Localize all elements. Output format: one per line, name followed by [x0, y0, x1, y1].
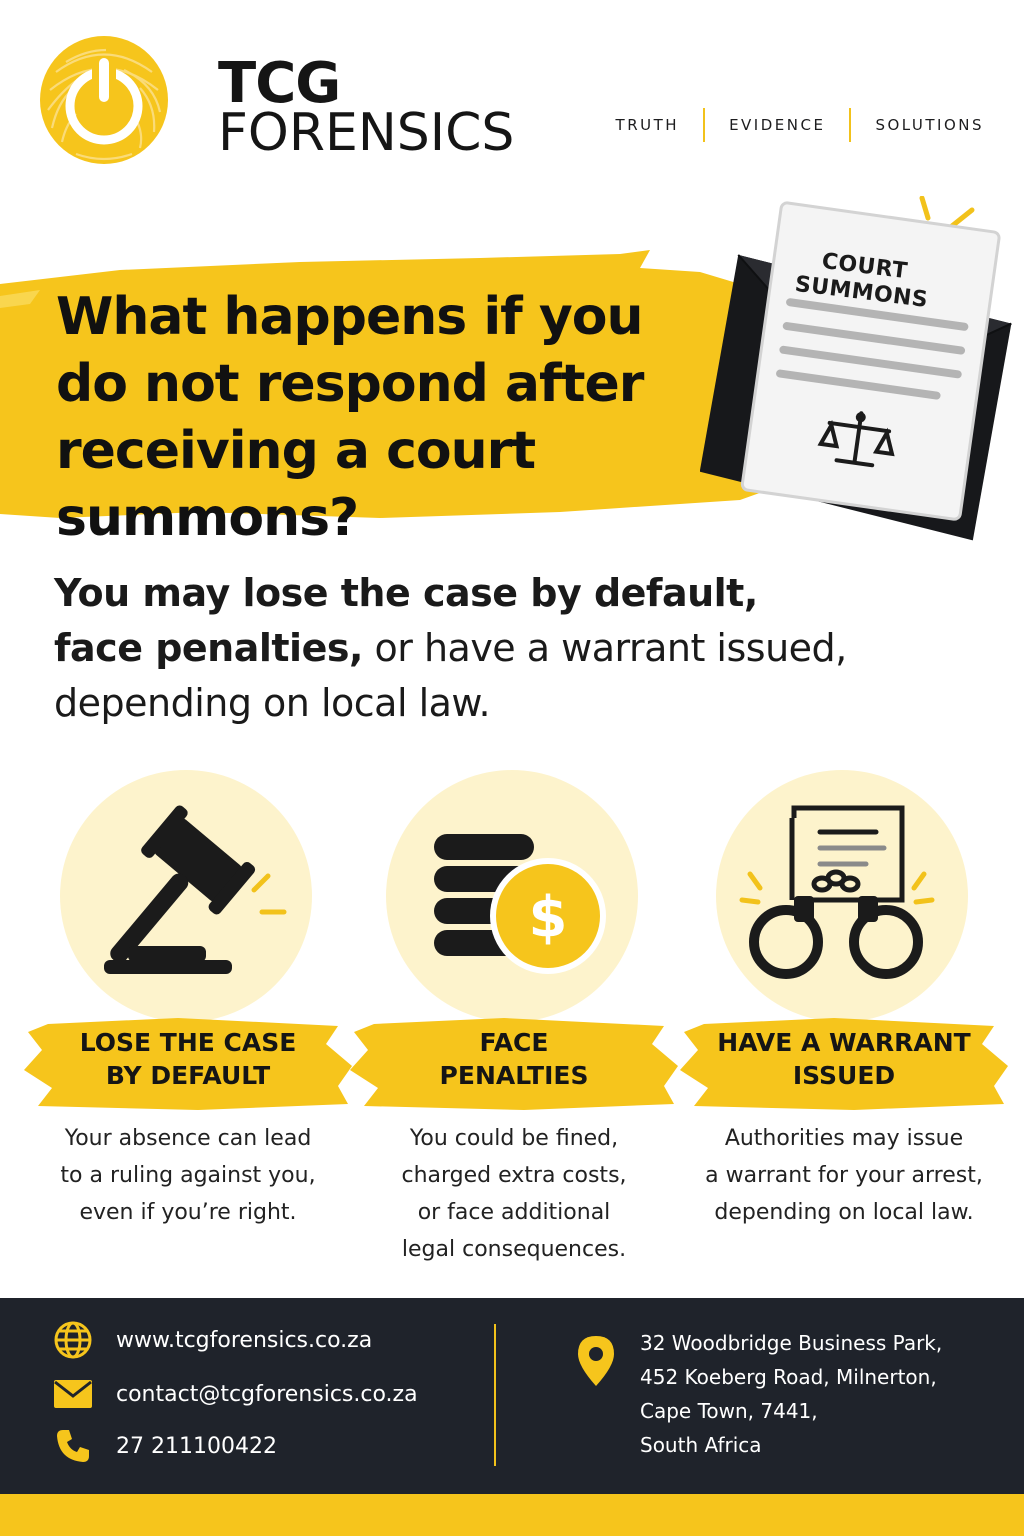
- card-desc-line: You could be fined,: [409, 1126, 619, 1151]
- svg-text:$: $: [529, 885, 568, 950]
- address-line: South Africa: [640, 1433, 762, 1457]
- lead-line-2-rest: or have a warrant issued,: [362, 626, 848, 670]
- website-link[interactable]: www.tcgforensics.co.za: [116, 1327, 373, 1353]
- tagline-evidence: EVIDENCE: [729, 116, 826, 134]
- footer-email[interactable]: contact@tcgforensics.co.za: [52, 1376, 418, 1412]
- card-description: You could be fined, charged extra costs,…: [354, 1120, 674, 1268]
- hero-title: What happens if you do not respond after…: [56, 284, 796, 552]
- phone-number[interactable]: 27 211100422: [116, 1433, 277, 1459]
- card-description: Your absence can lead to a ruling agains…: [28, 1120, 348, 1231]
- tagline: TRUTH EVIDENCE SOLUTIONS: [616, 108, 984, 142]
- card-desc-line: Your absence can lead: [64, 1126, 312, 1151]
- hero-title-line: do not respond after: [56, 354, 644, 414]
- footer-divider: [494, 1324, 496, 1466]
- brand-line-1: TCG: [218, 51, 341, 116]
- globe-icon: [52, 1321, 94, 1359]
- card-label-line: PENALTIES: [439, 1061, 589, 1090]
- envelope-icon: [52, 1376, 94, 1412]
- card-desc-line: a warrant for your arrest,: [705, 1163, 983, 1188]
- tagline-divider: [849, 108, 852, 142]
- header: TCG FORENSICS TRUTH EVIDENCE SOLUTIONS: [0, 0, 1024, 220]
- handcuffs-warrant-icon: [739, 805, 935, 979]
- gavel-icon: [104, 805, 287, 974]
- tagline-solutions: SOLUTIONS: [875, 116, 984, 134]
- brand-line-2: FORENSICS: [218, 102, 515, 163]
- card-label-line: FACE: [479, 1028, 549, 1057]
- lead-line-2: face penalties, or have a warrant issued…: [54, 621, 974, 676]
- footer-accent-strip: [0, 1494, 1024, 1536]
- footer: [0, 1298, 1024, 1494]
- lead-paragraph: You may lose the case by default, face p…: [54, 566, 974, 731]
- card-description: Authorities may issue a warrant for your…: [684, 1120, 1004, 1231]
- hero-title-line: What happens if you: [56, 287, 644, 347]
- card-label: FACE PENALTIES: [364, 1026, 664, 1092]
- card-label-line: HAVE A WARRANT: [717, 1028, 971, 1057]
- card-label-brush: [350, 1018, 678, 1110]
- card-desc-line: or face additional: [417, 1200, 611, 1225]
- address-line: 452 Koeberg Road, Milnerton,: [640, 1365, 937, 1389]
- card-label-brush: [680, 1018, 1008, 1110]
- lead-line-1: You may lose the case by default,: [54, 571, 758, 615]
- card-label: LOSE THE CASE BY DEFAULT: [38, 1026, 338, 1092]
- brand-wordmark: TCG FORENSICS: [218, 51, 515, 163]
- footer-website[interactable]: www.tcgforensics.co.za: [52, 1321, 373, 1359]
- email-link[interactable]: contact@tcgforensics.co.za: [116, 1381, 418, 1407]
- card-desc-line: even if you’re right.: [79, 1200, 297, 1225]
- phone-icon: [52, 1428, 94, 1464]
- lead-line-3: depending on local law.: [54, 681, 491, 725]
- card-label-line: ISSUED: [792, 1061, 896, 1090]
- card-label: HAVE A WARRANT ISSUED: [694, 1026, 994, 1092]
- card-desc-line: Authorities may issue: [724, 1126, 964, 1151]
- coins-dollar-icon: $: [434, 834, 606, 974]
- card-desc-line: charged extra costs,: [401, 1163, 627, 1188]
- court-summons-envelope-icon: [700, 196, 1012, 541]
- card-label-brush: [24, 1018, 352, 1110]
- tagline-divider: [703, 108, 706, 142]
- card-label-line: BY DEFAULT: [105, 1061, 271, 1090]
- lead-line-2-bold: face penalties,: [54, 626, 363, 670]
- address-line: 32 Woodbridge Business Park,: [640, 1331, 943, 1355]
- footer-phone[interactable]: 27 211100422: [52, 1428, 277, 1464]
- card-desc-line: to a ruling against you,: [60, 1163, 316, 1188]
- fingerprint-power-logo-icon: [40, 36, 168, 164]
- tagline-truth: TRUTH: [615, 116, 680, 134]
- map-pin-icon: [578, 1336, 614, 1386]
- card-desc-line: legal consequences.: [401, 1237, 627, 1262]
- hero-title-line: receiving a court summons?: [56, 421, 536, 548]
- card-label-line: LOSE THE CASE: [79, 1028, 297, 1057]
- card-desc-line: depending on local law.: [714, 1200, 974, 1225]
- footer-address: 32 Woodbridge Business Park, 452 Koeberg…: [640, 1326, 942, 1462]
- address-line: Cape Town, 7441,: [640, 1399, 818, 1423]
